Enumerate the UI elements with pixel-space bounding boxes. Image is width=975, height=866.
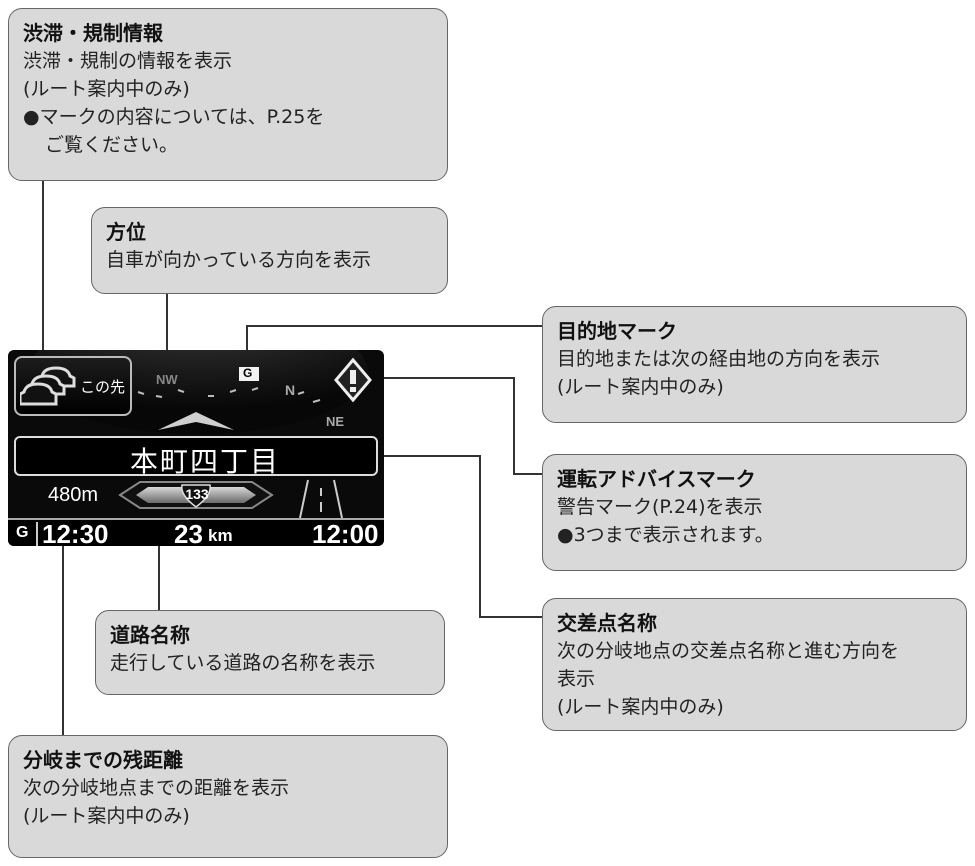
callout-title: 分岐までの残距離 <box>23 748 183 772</box>
callout-title: 渋滞・規制情報 <box>23 21 163 45</box>
distance-to-branch: 480m <box>48 484 99 506</box>
road-leader-line <box>158 508 160 610</box>
intersection-leader-horizontal <box>378 455 480 457</box>
advice-leader-horizontal-end <box>513 473 542 475</box>
callout-text: 目的地または次の経由地の方向を表示 <box>557 348 881 370</box>
destination-leader-horizontal <box>246 325 542 327</box>
intersection-name: 本町四丁目 <box>130 446 281 477</box>
callout-text: 自車が向かっている方向を表示 <box>106 249 372 271</box>
distance-leader-line <box>62 510 64 735</box>
callout-bullet: ●マークの内容については、P.25を <box>23 106 325 128</box>
lane-guide-icon <box>299 479 343 519</box>
callout-text-continued: 表示 <box>557 668 596 690</box>
callout-note: (ルート案内中のみ) <box>557 376 724 398</box>
car-jam-icon <box>20 366 76 406</box>
callout-note: (ルート案内中のみ) <box>23 805 190 827</box>
route-shield-icon <box>118 481 274 509</box>
callout-text: 走行している道路の名称を表示 <box>110 652 376 674</box>
jam-ahead-label: この先 <box>80 379 126 396</box>
driving-advice-callout: 運転アドバイスマーク 警告マーク(P.24)を表示 ●3つまで表示されます。 <box>542 454 967 571</box>
advice-leader-horizontal <box>364 377 514 379</box>
advice-leader-vertical <box>513 377 515 474</box>
route-number: 133 <box>185 486 209 502</box>
callout-text: 次の分岐地点までの距離を表示 <box>23 777 290 799</box>
remaining-distance: 23 <box>174 519 203 546</box>
callout-title: 方位 <box>106 220 146 244</box>
callout-title: 目的地マーク <box>557 319 677 343</box>
traffic-info-callout: 渋滞・規制情報 渋滞・規制の情報を表示 (ルート案内中のみ) ●マークの内容につ… <box>8 8 448 181</box>
compass-ne-label: NE <box>326 414 345 429</box>
callout-text: 次の分岐地点の交差点名称と進む方向を <box>557 640 900 662</box>
intersection-name-callout: 交差点名称 次の分岐地点の交差点名称と進む方向を 表示 (ルート案内中のみ) <box>542 598 967 731</box>
intersection-leader-vertical <box>479 455 481 617</box>
callout-title: 交差点名称 <box>557 611 657 635</box>
status-bar: G 12:30 23 km 12:00 <box>8 518 384 546</box>
callout-title: 道路名称 <box>110 623 190 647</box>
road-name-callout: 道路名称 走行している道路の名称を表示 <box>95 610 445 695</box>
heading-callout: 方位 自車が向かっている方向を表示 <box>91 207 448 294</box>
callout-bullet: ●3つまで表示されます。 <box>557 524 774 546</box>
intersection-leader-horizontal-end <box>479 616 542 618</box>
compass-n-label: N <box>285 382 296 398</box>
callout-text: 警告マーク(P.24)を表示 <box>557 496 763 518</box>
intersection-name-bar: 本町四丁目 <box>14 436 378 477</box>
callout-note: (ルート案内中のみ) <box>557 696 724 718</box>
status-divider <box>36 522 38 546</box>
heading-leader-line <box>166 294 168 376</box>
navigation-screen: この先 NW G N NE 本町四丁目 480m 133 G 12:30 23 … <box>8 350 384 546</box>
callout-title: 運転アドバイスマーク <box>557 467 756 491</box>
callout-text: 渋滞・規制の情報を表示 <box>23 50 233 72</box>
current-time: 12:00 <box>312 519 379 546</box>
destination-flag-icon <box>239 367 259 381</box>
vehicle-position-icon <box>158 412 234 430</box>
callout-bullet-continued: ご覧ください。 <box>45 134 179 156</box>
goal-label: G <box>16 524 29 541</box>
compass-ticks <box>137 387 321 403</box>
callout-note: (ルート案内中のみ) <box>23 78 190 100</box>
compass-nw-label: NW <box>156 372 178 387</box>
destination-mark-callout: 目的地マーク 目的地または次の経由地の方向を表示 (ルート案内中のみ) <box>542 306 967 423</box>
remaining-distance-callout: 分岐までの残距離 次の分岐地点までの距離を表示 (ルート案内中のみ) <box>8 735 448 858</box>
destination-mark-label: G <box>243 366 253 380</box>
distance-unit: km <box>208 526 233 545</box>
caution-warning-icon <box>334 357 372 403</box>
traffic-jam-indicator: この先 <box>14 356 132 416</box>
traffic-leader-line <box>42 181 44 357</box>
arrival-time: 12:30 <box>42 519 109 546</box>
